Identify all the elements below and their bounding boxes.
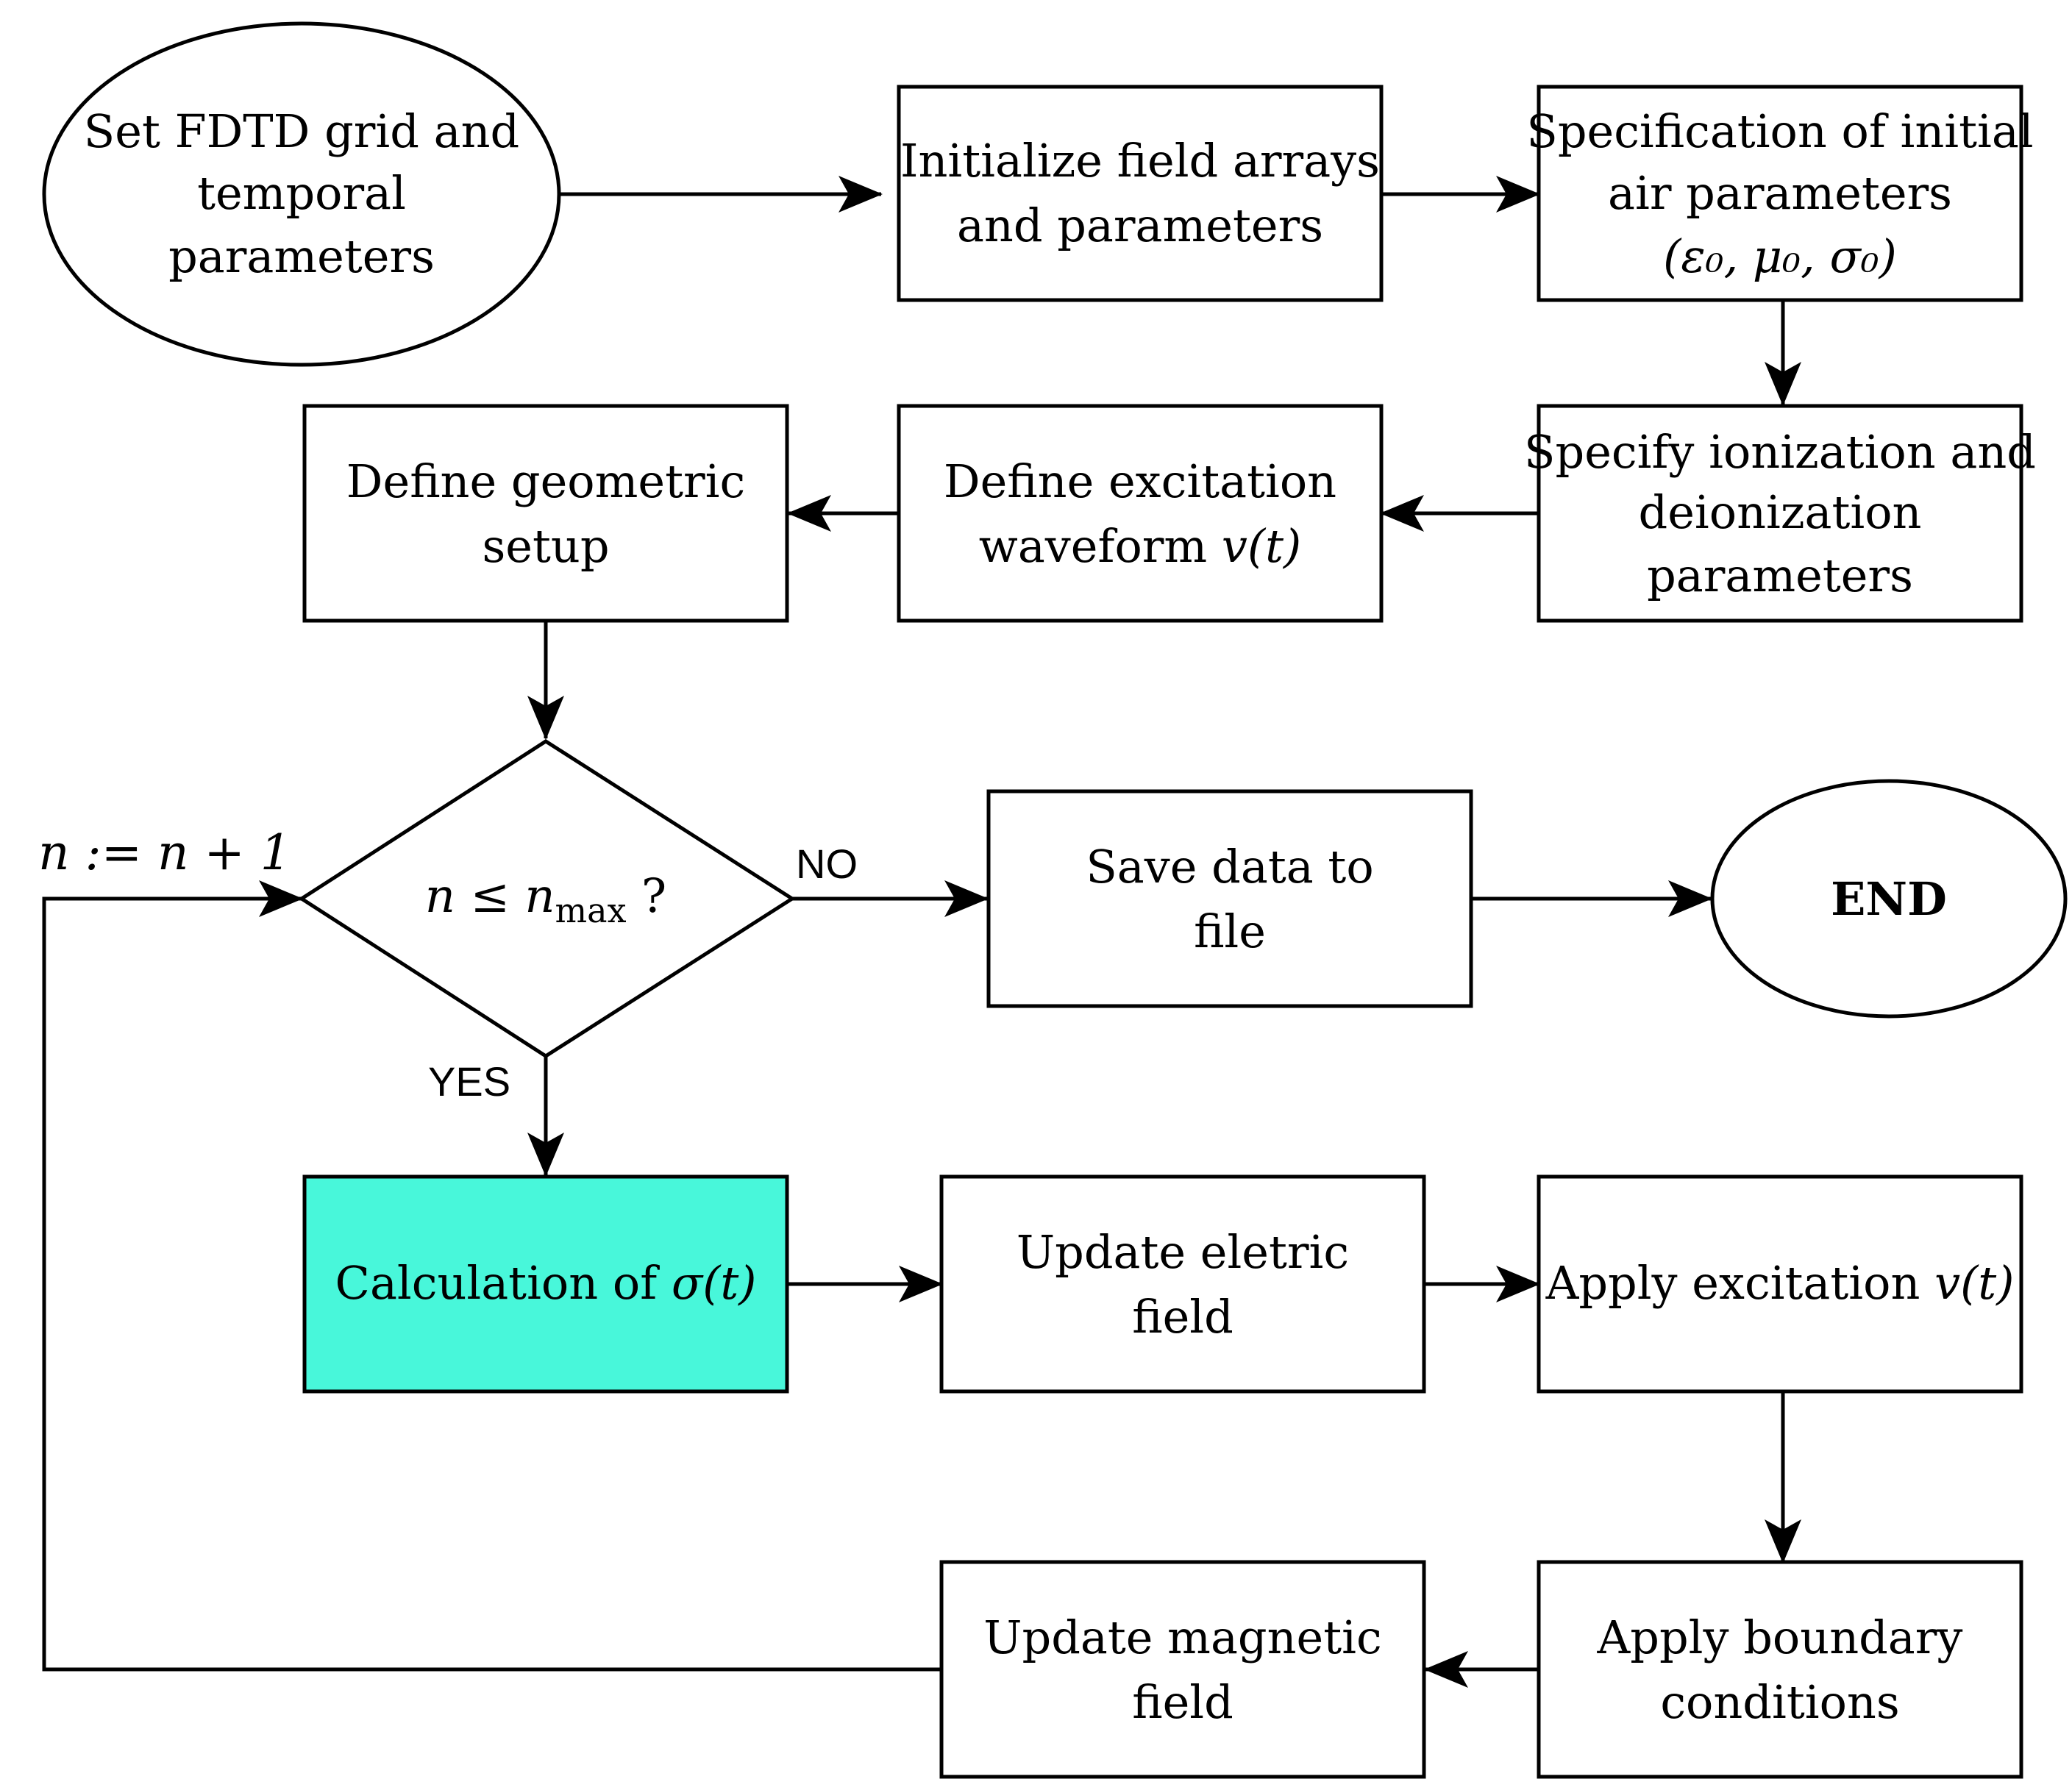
node-start-line-1: Set FDTD grid and [84,104,519,158]
node-decision: n ≤ nmax ? [298,739,796,1058]
node-init-fields-line-2: and parameters [957,199,1323,252]
edge-label-no: NO [796,841,858,887]
node-save-line-1: Save data to [1086,840,1373,894]
node-ionization-line-3: parameters [1647,549,1913,602]
node-update-h-line-1: Update magnetic [983,1611,1381,1664]
node-boundary-line-2: conditions [1660,1675,1899,1729]
node-apply-exc: Apply excitation v(t) [1537,1174,2023,1394]
node-save-line-2: file [1194,905,1266,958]
node-geometric-line-1: Define geometric [346,454,745,508]
node-start-line-3: parameters [168,229,435,283]
edge-label-loop: n := n + 1 [38,824,291,881]
node-excitation-def-line-1: Define excitation [944,454,1336,508]
node-air-params-line-1: Specification of initial [1526,104,2033,158]
node-init-fields-line-1: Initialize field arrays [900,134,1380,188]
node-update-e-line-1: Update eletric [1017,1225,1349,1279]
node-apply-exc-text: Apply excitation [1545,1256,1935,1310]
node-decision-suffix: ? [627,869,667,924]
node-decision-le: ≤ [455,869,524,924]
edge-label-yes: YES [428,1058,510,1105]
node-air-params-line-2: air parameters [1608,166,1952,220]
node-apply-exc-label: Apply excitation v(t) [1545,1256,2015,1310]
node-air-params-math: (ε₀, μ₀, σ₀) [1663,229,1897,283]
node-sigma-math: σ(t) [672,1256,757,1310]
node-excitation-def-line-2-text: waveform [979,519,1222,573]
edges [42,176,1801,1688]
node-ionization: Specify ionization and deionization para… [1524,404,2036,623]
node-update-e: Update eletric field [939,1174,1426,1394]
node-ionization-line-2: deionization [1639,485,1922,539]
node-start-line-2: temporal [197,166,406,220]
node-excitation-def-line-2-math: v(t) [1222,519,1301,573]
node-geometric: Define geometric setup [302,404,789,623]
node-apply-exc-math: v(t) [1934,1256,2014,1310]
node-sigma-label: Calculation of σ(t) [335,1256,757,1310]
edge-update-h-loop-to-decision [42,880,941,1672]
node-save: Save data to file [986,789,1473,1008]
node-sigma-text: Calculation of [335,1256,672,1310]
node-update-e-line-2: field [1132,1290,1233,1344]
node-decision-nmax: n [524,869,555,924]
node-excitation-def-line-2: waveform v(t) [979,519,1302,573]
node-geometric-line-2: setup [482,519,609,573]
node-decision-label: n ≤ nmax ? [425,869,666,930]
node-sigma: Calculation of σ(t) [302,1174,789,1394]
node-boundary: Apply boundary conditions [1537,1560,2023,1779]
node-decision-sub: max [555,891,627,930]
node-update-h: Update magnetic field [939,1560,1426,1779]
node-ionization-line-1: Specify ionization and [1524,425,2036,479]
node-end-label: END [1831,872,1947,926]
node-decision-n: n [425,869,455,924]
node-init-fields: Initialize field arrays and parameters [897,85,1384,302]
node-boundary-line-1: Apply boundary [1597,1611,1963,1664]
node-end: END [1710,779,2068,1019]
node-excitation-def: Define excitation waveform v(t) [897,404,1384,623]
node-start: Set FDTD grid and temporal parameters [42,21,561,367]
node-update-h-line-2: field [1132,1675,1233,1729]
node-air-params: Specification of initial air parameters … [1526,85,2034,302]
